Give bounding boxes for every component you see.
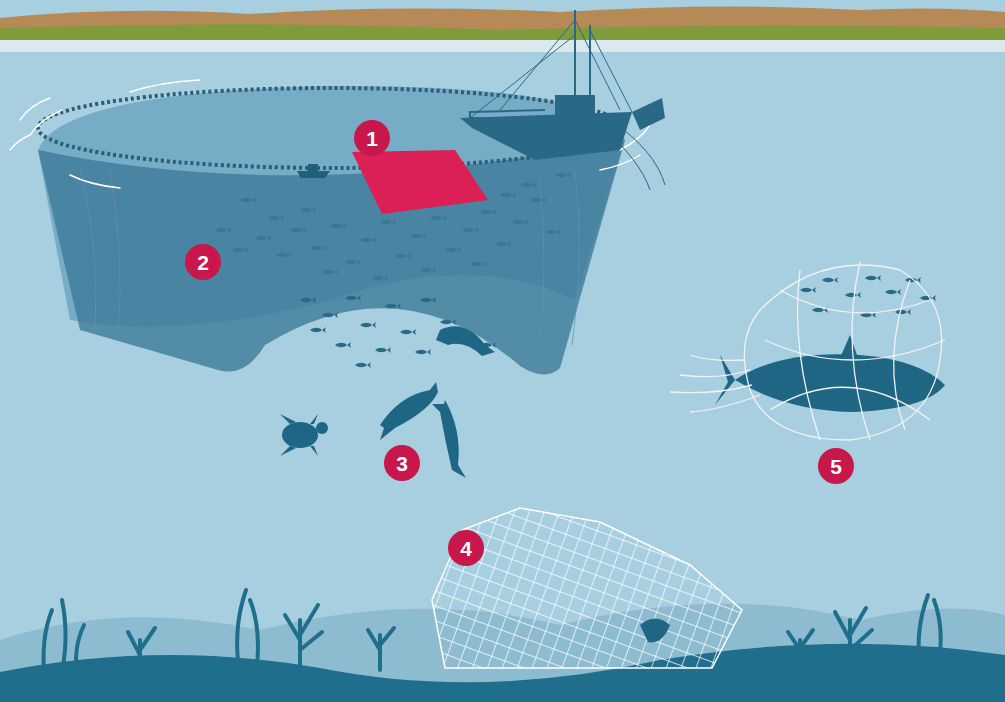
fish [905, 277, 921, 283]
dolphin [436, 326, 495, 356]
lost-net-mesh [420, 495, 750, 675]
net-fold [572, 170, 579, 345]
fish [440, 319, 456, 325]
coral [788, 630, 813, 668]
ghost-net [765, 290, 945, 420]
vessel-cabin [555, 95, 595, 117]
fish [300, 297, 316, 303]
callout-number: 5 [818, 448, 854, 484]
fish [322, 312, 338, 318]
fish [335, 342, 351, 348]
seaweed [237, 590, 246, 675]
whale-shark-tail [715, 355, 735, 405]
shark [432, 400, 466, 478]
coral [285, 605, 322, 670]
skiff [297, 171, 330, 178]
fish [360, 322, 376, 328]
seaweed [76, 625, 84, 680]
fish-aggregating-device [352, 150, 488, 214]
whale-shark [735, 354, 945, 412]
skiff-cabin [308, 164, 318, 171]
fish [885, 289, 901, 295]
callout-number: 1 [354, 120, 390, 156]
vessel-mast [574, 10, 576, 95]
shark [380, 382, 438, 440]
fish [355, 362, 371, 368]
callout-number: 2 [185, 244, 221, 280]
ripple [10, 135, 30, 150]
seaweed [60, 600, 66, 680]
lost-net [432, 508, 742, 668]
vessel-boom [470, 110, 545, 118]
fish [865, 275, 881, 281]
fish [800, 287, 816, 293]
coral [368, 628, 394, 670]
seaweed [934, 600, 941, 665]
fish [822, 277, 838, 283]
vessel-mast [589, 25, 591, 95]
callout-number: 3 [384, 445, 420, 481]
net-fold [80, 165, 96, 330]
fish [310, 327, 326, 333]
coral [128, 628, 155, 680]
seaweed [44, 610, 52, 680]
ripple [70, 175, 120, 188]
fish [345, 295, 361, 301]
ghost-net-strands [670, 355, 760, 412]
net-fold [540, 180, 544, 340]
fish [845, 292, 861, 298]
net-fold [110, 170, 120, 335]
fish [385, 303, 401, 309]
vessel-rigging [470, 20, 632, 118]
net-front-wall [38, 140, 625, 375]
turtle [282, 422, 318, 448]
ripple [20, 98, 50, 120]
fish [420, 297, 436, 303]
vessel-hull [460, 112, 632, 160]
vessel-skiff [632, 98, 665, 130]
vessel-line [600, 120, 665, 190]
fish [375, 347, 391, 353]
land-vegetation [0, 24, 1005, 42]
trapped-fish [640, 619, 670, 643]
callout-number: 4 [448, 530, 484, 566]
seaweed [250, 600, 258, 675]
seaweed [919, 595, 928, 665]
ripple [130, 80, 200, 92]
ripple [600, 155, 640, 170]
turtle-flippers [280, 414, 318, 456]
ripple [30, 110, 62, 135]
coral [835, 608, 872, 665]
water-surface [0, 40, 1005, 52]
fishing-vessel [460, 10, 665, 190]
fish [400, 329, 416, 335]
fish [415, 349, 431, 355]
whale-shark-fin [840, 335, 858, 358]
ghost-net [744, 265, 941, 440]
ghost-net [798, 262, 911, 440]
turtle-head [316, 422, 328, 434]
